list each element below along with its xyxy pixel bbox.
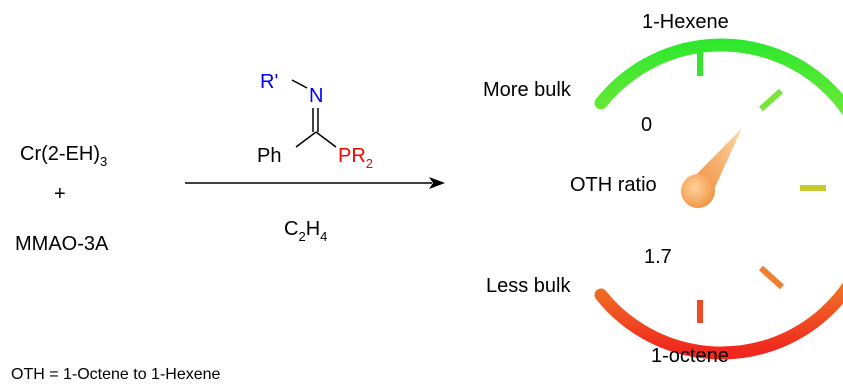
reagent-ethylene: C2H4 <box>284 218 327 244</box>
ligand-phosphine: PR2 <box>338 145 373 171</box>
catalyst-label: Cr(2-EH)3 <box>20 143 107 169</box>
phosphine-subscript: 2 <box>366 156 373 171</box>
ligand-structure: R' N Ph PR2 <box>257 71 373 171</box>
ligand-nitrogen: N <box>309 85 323 107</box>
gauge-max-value: 1.7 <box>644 246 672 268</box>
cocatalyst-label: MMAO-3A <box>15 233 109 255</box>
phosphine-main: PR <box>338 145 366 167</box>
more-bulk-label: More bulk <box>483 79 572 101</box>
gauge-hub <box>681 174 715 208</box>
gauge-min-value: 0 <box>641 114 652 136</box>
catalyst-main: Cr(2-EH) <box>20 143 100 165</box>
footnote: OTH = 1-Octene to 1-Hexene <box>11 366 221 383</box>
gauge-tick <box>758 88 784 112</box>
gauge-center-label: OTH ratio <box>570 174 657 196</box>
bond-c-p <box>315 131 337 148</box>
bond-c-ph <box>295 131 317 148</box>
reaction-arrow-head <box>429 177 445 189</box>
gauge-ticks <box>697 52 826 323</box>
catalyst-subscript: 3 <box>100 154 107 169</box>
gauge-bottom-label: 1-octene <box>651 345 729 367</box>
bond-r-n <box>291 79 308 89</box>
ligand-phenyl: Ph <box>257 145 281 167</box>
gauge-top-label: 1-Hexene <box>642 11 729 33</box>
plus-sign: + <box>54 183 66 205</box>
gauge-tick <box>758 265 785 290</box>
ligand-r-prime: R' <box>260 71 278 93</box>
less-bulk-label: Less bulk <box>486 275 571 297</box>
ratio-gauge: 1-Hexene 1-octene More bulk Less bulk 0 … <box>483 11 843 367</box>
gauge-arc <box>594 38 843 360</box>
